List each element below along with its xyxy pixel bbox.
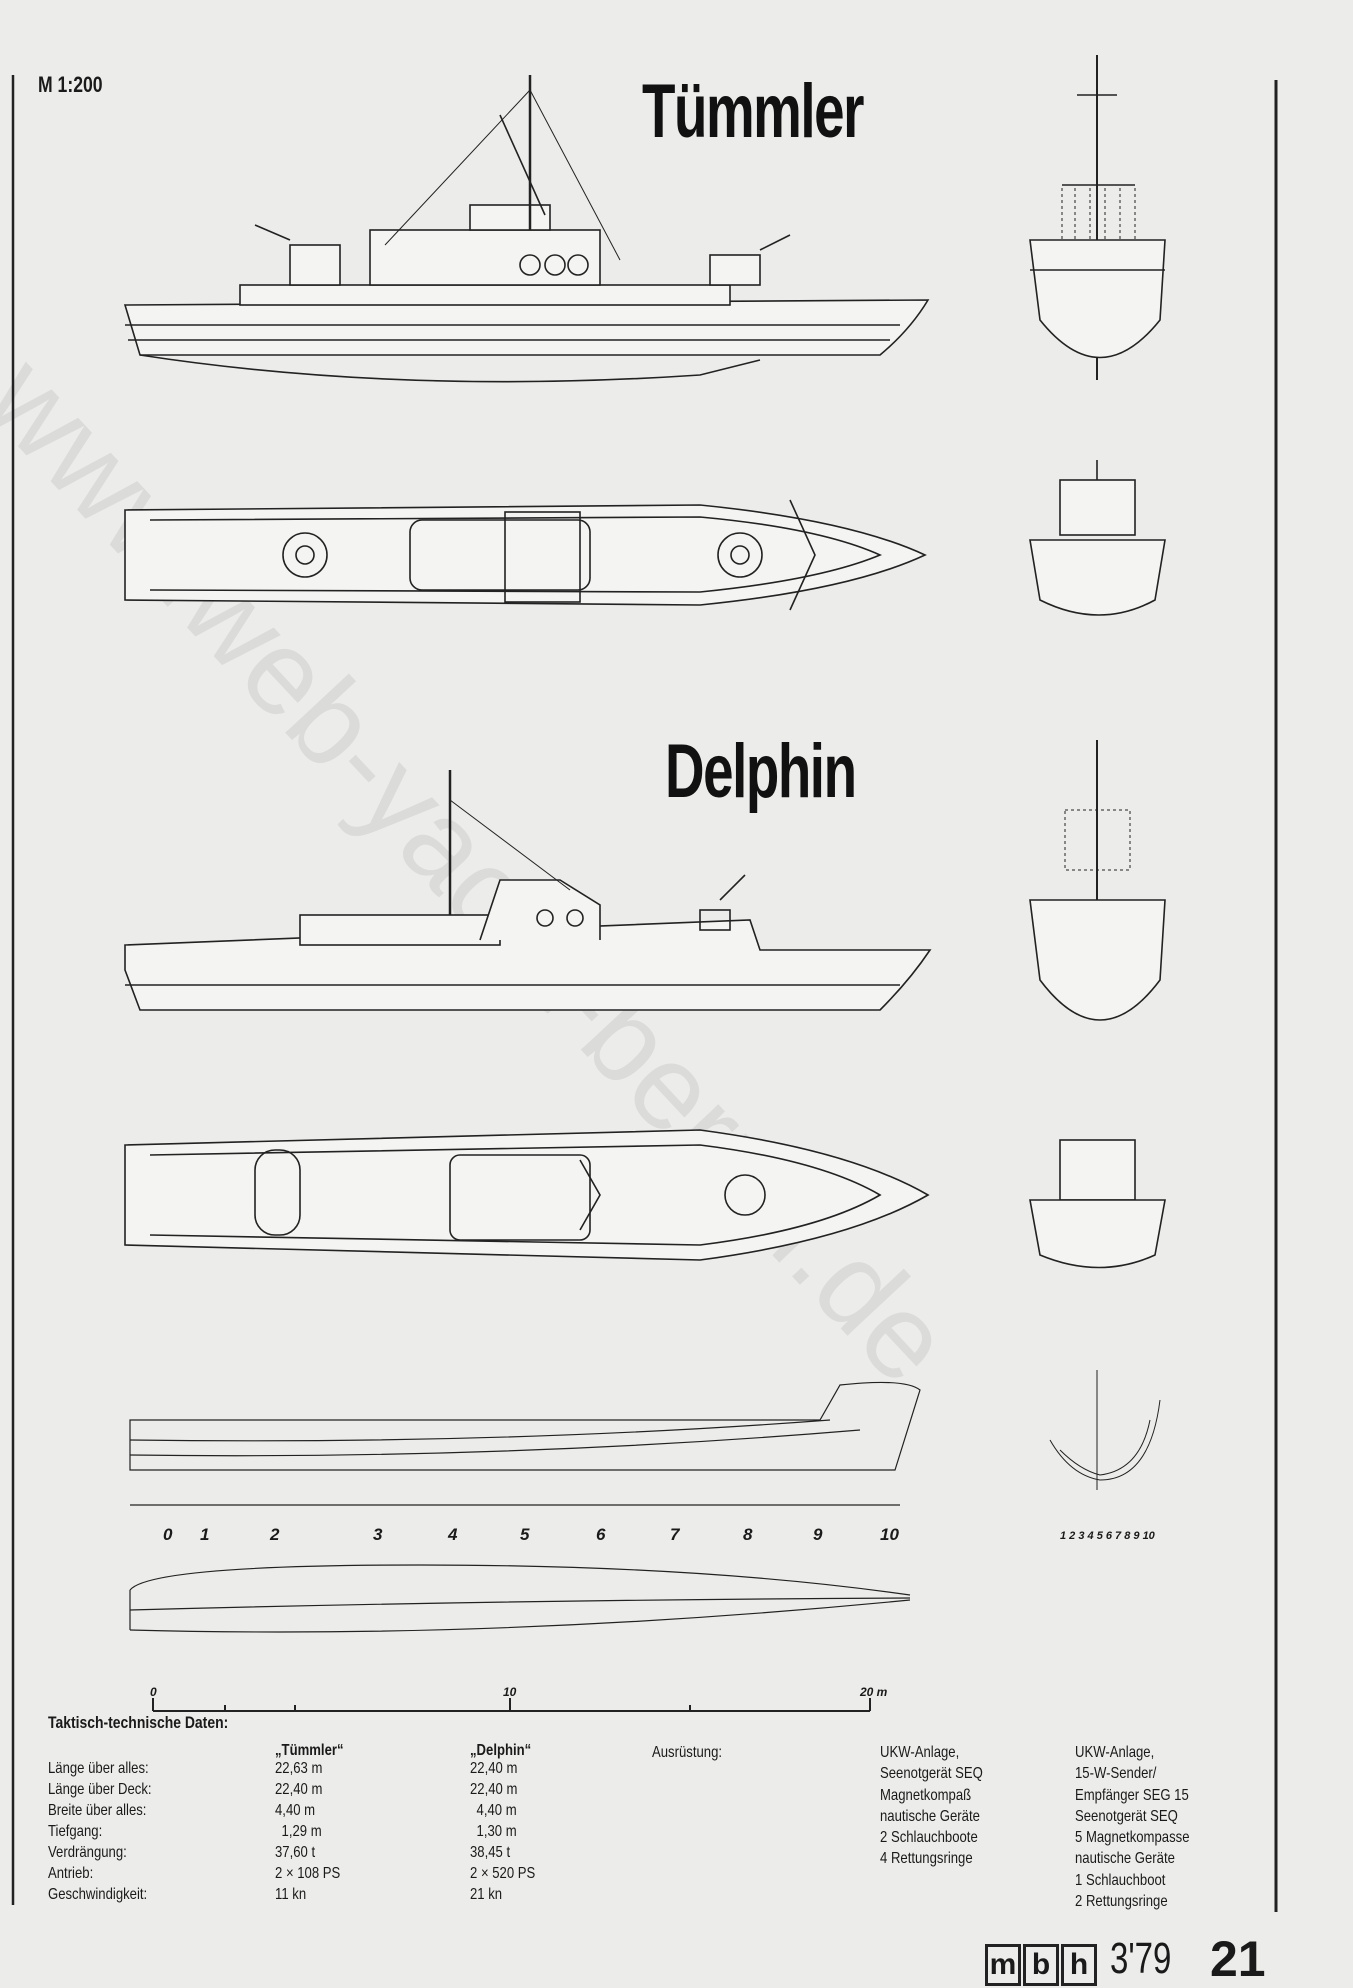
- spec-value: 22,40 m: [470, 1781, 518, 1798]
- spec-value: 38,45 t: [470, 1844, 511, 1861]
- ship-title-tuemmler: Tümmler: [642, 69, 864, 154]
- spec-value: 2 × 108 PS: [275, 1865, 341, 1882]
- page-number: 21: [1210, 1931, 1266, 1987]
- delphin-front-view: [1029, 740, 1166, 1269]
- specs-heading: Taktisch-technische Daten:: [48, 1713, 229, 1732]
- equipment-item: nautische Geräte: [880, 1807, 980, 1825]
- frame-number: 7: [670, 1525, 680, 1544]
- spec-value: 4,40 m: [476, 1802, 517, 1819]
- equipment-item: UKW-Anlage,: [880, 1744, 960, 1761]
- equipment-item: 15-W-Sender/: [1075, 1765, 1157, 1783]
- spec-label: Länge über alles:: [48, 1760, 149, 1777]
- tuemmler-top-view: [124, 499, 927, 611]
- spec-value: 11 kn: [275, 1886, 307, 1903]
- equipment-item: nautische Geräte: [1075, 1850, 1175, 1868]
- tuemmler-side-view: [123, 75, 930, 383]
- spec-label: Breite über alles:: [48, 1802, 147, 1819]
- specs-tuemmler: 22,63 m 22,40 m 4,40 m 1,29 m 37,60 t 2 …: [275, 1758, 340, 1905]
- column-header-delphin: „Delphin“: [470, 1742, 532, 1759]
- frame-number: 9: [813, 1525, 823, 1544]
- ship-title-delphin: Delphin: [665, 729, 857, 814]
- logo-letter-h: h: [1061, 1944, 1097, 1986]
- frame-number: 6: [596, 1525, 606, 1544]
- logo-letter-b: b: [1023, 1944, 1059, 1986]
- specs-delphin: 22,40 m 22,40 m 4,40 m 1,30 m 38,45 t 2 …: [470, 1758, 535, 1905]
- equipment-item: 2 Schlauchboote: [880, 1829, 978, 1847]
- equipment-item: Empfänger SEG 15: [1075, 1786, 1189, 1804]
- spec-label: Länge über Deck:: [48, 1781, 152, 1798]
- spec-label: Tiefgang:: [48, 1823, 103, 1840]
- frame-number: 4: [448, 1525, 458, 1544]
- spec-value: 22,40 m: [470, 1760, 518, 1777]
- spec-label: Verdrängung:: [48, 1844, 127, 1861]
- spec-value: 4,40 m: [275, 1802, 316, 1819]
- stern-view: [1029, 460, 1166, 616]
- frame-number: 1: [200, 1525, 210, 1544]
- spec-value: 1,30 m: [476, 1823, 517, 1840]
- spec-value: 37,60 t: [275, 1844, 316, 1861]
- body-plan: [1049, 1370, 1161, 1490]
- frame-number: 5: [520, 1525, 530, 1544]
- spec-value: 1,29 m: [281, 1823, 322, 1840]
- lines-plan: [129, 1381, 921, 1633]
- spec-value: 21 kn: [470, 1886, 503, 1903]
- equipment-tuemmler: UKW-Anlage, Seenotgerät SEQ Magnetkompaß…: [880, 1742, 983, 1870]
- tuemmler-front-view: [1029, 55, 1166, 380]
- equipment-item: Seenotgerät SEQ: [1075, 1807, 1178, 1825]
- frame-number: 8: [743, 1525, 753, 1544]
- equipment-item: Magnetkompaß: [880, 1786, 972, 1804]
- scale-bar: [152, 1698, 871, 1712]
- equipment-item: 4 Rettungsringe: [880, 1850, 973, 1868]
- spec-value: 22,40 m: [275, 1781, 323, 1798]
- equipment-item: 1 Schlauchboot: [1075, 1871, 1166, 1889]
- frame-number: 0: [163, 1525, 173, 1544]
- spec-value: 2 × 520 PS: [470, 1865, 536, 1882]
- scale-bar-label: 10: [503, 1685, 517, 1699]
- equipment-delphin: UKW-Anlage, 15-W-Sender/ Empfänger SEG 1…: [1075, 1742, 1190, 1912]
- equipment-item: 2 Rettungsringe: [1075, 1893, 1168, 1911]
- spec-value: 22,63 m: [275, 1760, 323, 1777]
- scale-bar-label: 0: [150, 1685, 157, 1699]
- issue-number: 3'79: [1110, 1934, 1172, 1983]
- frame-number: 10: [880, 1525, 899, 1544]
- specs-labels: Länge über alles: Länge über Deck: Breit…: [48, 1758, 152, 1905]
- frame-number: 3: [373, 1525, 383, 1544]
- body-plan-frames: 1 2 3 4 5 6 7 8 9 10: [1060, 1530, 1155, 1542]
- spec-label: Antrieb:: [48, 1865, 94, 1882]
- drawing-scale: M 1:200: [38, 72, 103, 97]
- column-header-tuemmler: „Tümmler“: [275, 1742, 344, 1759]
- equipment-item: UKW-Anlage,: [1075, 1744, 1155, 1761]
- equipment-label: Ausrüstung:: [652, 1744, 723, 1761]
- delphin-side-view: [124, 770, 932, 1011]
- equipment-item: 5 Magnetkompasse: [1075, 1829, 1190, 1847]
- frame-number: 2: [270, 1525, 280, 1544]
- spec-label: Geschwindigkeit:: [48, 1886, 148, 1903]
- scale-bar-label: 20 m: [860, 1685, 888, 1699]
- equipment-item: Seenotgerät SEQ: [880, 1765, 983, 1783]
- logo-letter-m: m: [985, 1944, 1021, 1986]
- delphin-top-view: [124, 1129, 930, 1261]
